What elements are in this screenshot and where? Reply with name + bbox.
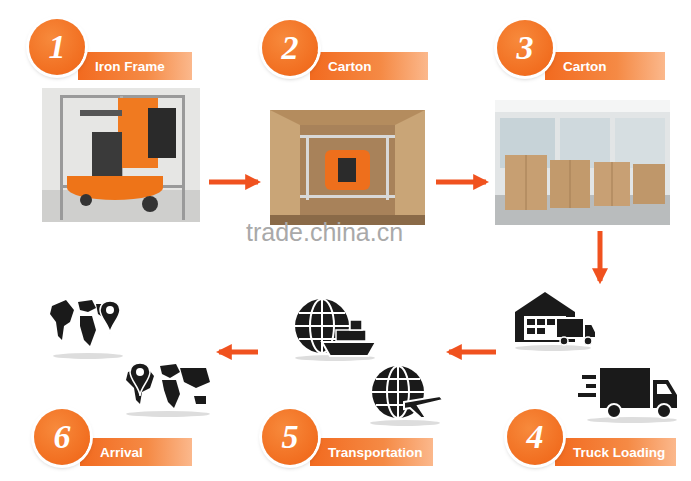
step-number: 1 (49, 30, 66, 64)
globe-plane-icon (370, 366, 443, 426)
process-step: Carton 3 (490, 15, 672, 227)
step-banner: Arrival (80, 438, 192, 466)
flow-arrow (219, 350, 258, 355)
step-banner: Transportation (310, 438, 433, 466)
step-label: Carton (563, 59, 607, 74)
step-number: 2 (282, 31, 299, 65)
step-circle: 2 (262, 20, 318, 76)
flow-arrow (436, 180, 486, 185)
process-step: Truck Loading 4 (500, 285, 685, 472)
step-label: Arrival (100, 445, 143, 460)
step-banner: Iron Frame (78, 52, 192, 80)
process-step: Transportation 5 (262, 290, 445, 472)
step-circle: 4 (507, 409, 563, 465)
step-label: Truck Loading (573, 445, 665, 460)
carton-photo (270, 110, 425, 225)
step-circle: 1 (29, 19, 85, 75)
step-number: 5 (282, 420, 299, 454)
step-label: Carton (328, 59, 372, 74)
flow-arrow (209, 180, 258, 185)
warehouse-photo (495, 100, 670, 225)
step-banner: Truck Loading (555, 438, 676, 466)
watermark: trade.china.cn (246, 218, 403, 247)
step-circle: 3 (497, 20, 553, 76)
step-number: 4 (527, 420, 544, 454)
step-banner: Carton (310, 52, 428, 80)
moving-truck-icon (578, 368, 677, 423)
step-label: Iron Frame (95, 59, 165, 74)
world-map-pin-icon (50, 300, 123, 359)
step-number: 6 (54, 420, 71, 454)
step-circle: 5 (262, 409, 318, 465)
world-map-pin-icon (126, 363, 210, 417)
process-step: Carton 2 (262, 15, 432, 227)
process-step: Iron Frame 1 (28, 15, 205, 225)
step-circle: 6 (34, 409, 90, 465)
grinder-photo (42, 88, 200, 222)
flow-arrow (598, 231, 603, 281)
globe-ship-icon (295, 299, 376, 361)
step-banner: Carton (545, 52, 665, 80)
process-step: Arrival 6 (28, 285, 215, 472)
step-number: 3 (517, 31, 534, 65)
flow-arrow (449, 350, 496, 355)
warehouse-truck-icon (515, 292, 596, 351)
step-label: Transportation (328, 445, 423, 460)
